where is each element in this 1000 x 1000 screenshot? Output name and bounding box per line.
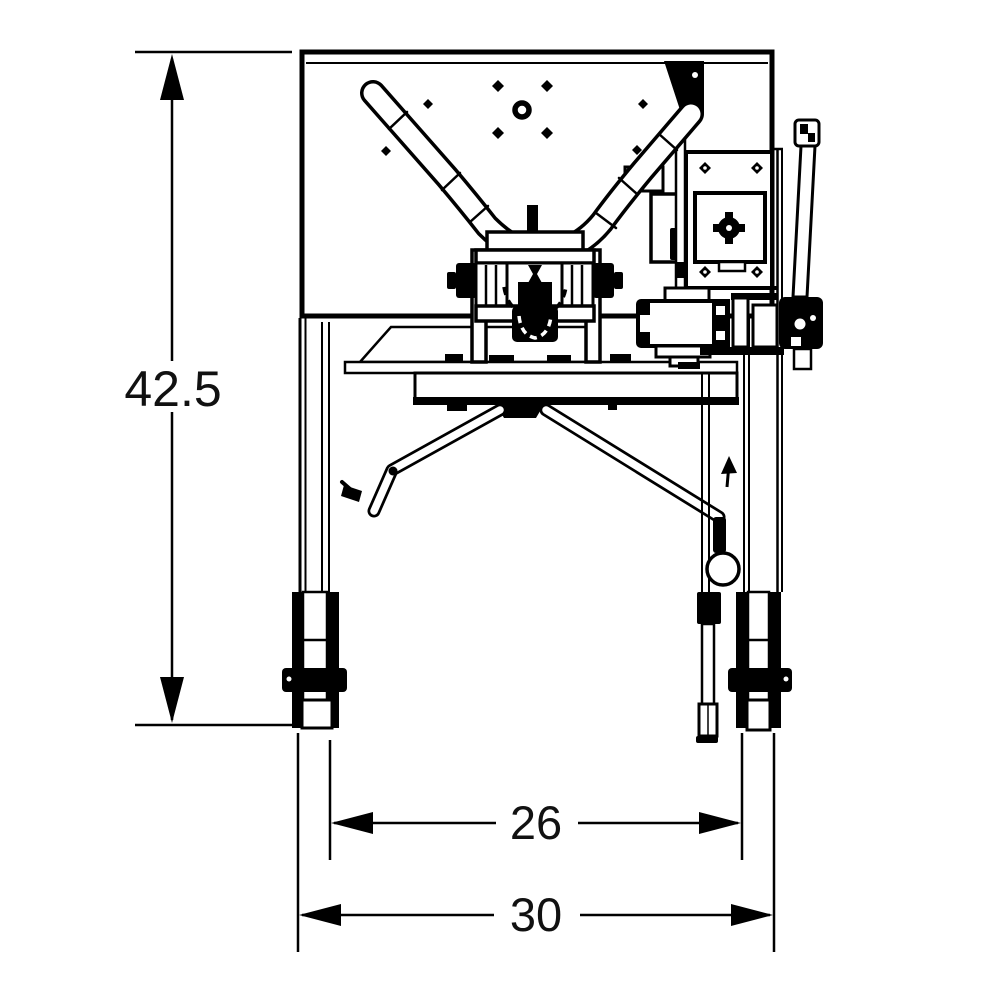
dimension-annotations: 42.5 26 30 [124, 50, 776, 952]
right-leg [743, 147, 783, 592]
dim-outer-width: 30 [296, 733, 776, 952]
right-plate-assembly [623, 129, 774, 291]
scissor-arms [340, 403, 726, 524]
clamp-assembly [447, 205, 623, 364]
right-axle-hub [728, 668, 792, 692]
clamp-screw-icon [528, 265, 542, 283]
center-bolt-ring-icon [512, 100, 532, 120]
arrow-up-icon [160, 54, 184, 100]
dim-height: 42.5 [124, 50, 292, 727]
corner-bolt-icons [699, 162, 763, 278]
left-leg [298, 318, 330, 592]
platform [343, 325, 739, 418]
hydraulic-pump-assembly [636, 286, 784, 369]
arrow-right-icon [731, 904, 773, 926]
center-hub-bolt-icon [713, 212, 745, 244]
scissor-mount [494, 401, 546, 418]
arrow-down-icon [160, 677, 184, 723]
left-foot-pad [341, 485, 362, 502]
pulley-wheel [705, 551, 741, 587]
dimension-inner-width-label: 26 [510, 796, 562, 849]
tube-segment-lines [387, 110, 679, 230]
release-lever-icon [721, 456, 737, 474]
left-caster-wheel [282, 590, 347, 730]
pump-lever [779, 118, 823, 371]
lever-shaft [791, 144, 817, 299]
arrow-left-icon [331, 812, 373, 834]
pulley-and-rod [696, 372, 741, 743]
dim-inner-width: 26 [328, 733, 744, 860]
dimension-outer-width-label: 30 [510, 888, 562, 941]
arrow-right-icon [699, 812, 741, 834]
left-axle-hub [282, 668, 347, 692]
right-caster-wheel [728, 590, 792, 732]
dimension-height-label: 42.5 [124, 361, 221, 417]
arrow-left-icon [299, 904, 341, 926]
